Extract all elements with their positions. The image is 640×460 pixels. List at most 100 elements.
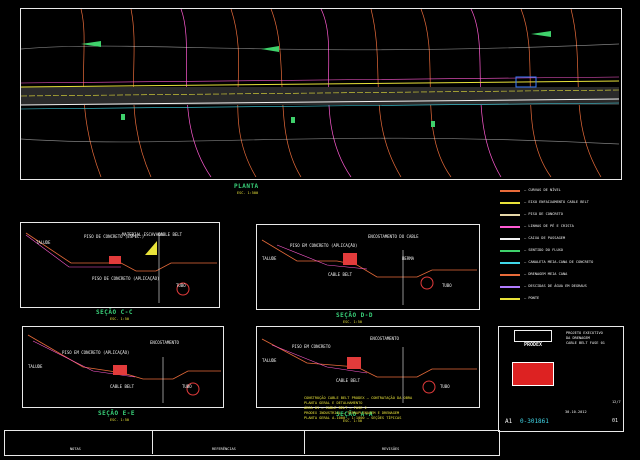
section-aa-drawing	[261, 338, 477, 403]
pipe-icon	[176, 282, 190, 296]
terrain-line	[25, 234, 121, 268]
section-label: TUBO	[182, 384, 192, 389]
contour-line	[80, 9, 102, 177]
legend-item: — PONTE	[498, 294, 622, 304]
section-label: CABLE BELT	[336, 378, 361, 383]
legend-item: — CURVAS DE NÍVEL	[498, 186, 622, 196]
corridor-edge-bottom	[21, 98, 619, 106]
cable-belt-icon	[113, 365, 127, 375]
project-line3: CABLE BELT FASE 01	[566, 341, 605, 345]
plan-drawing[interactable]	[21, 9, 619, 177]
flow-arrow-icon	[81, 41, 101, 47]
section-aa-frame[interactable]	[256, 326, 480, 408]
legend-swatch	[500, 202, 520, 204]
pipe-icon	[420, 276, 434, 290]
bridge-marker	[515, 76, 537, 88]
drawing-number: 01	[612, 418, 619, 424]
terrain-line	[27, 334, 221, 380]
legend-label: — CURVAS DE NÍVEL	[524, 188, 561, 192]
legend-swatch	[500, 214, 520, 216]
note: PLANTA GERAL A-1000 — 1:1000 — SEÇÕES TÍ…	[304, 416, 402, 420]
terrain-line	[271, 344, 368, 374]
cable-belt-icon	[343, 253, 357, 265]
cable-belt-icon	[347, 357, 361, 369]
company-logo: PRODEX	[514, 330, 552, 348]
section-label: TUBO	[442, 283, 452, 288]
legend-swatch	[500, 250, 520, 252]
section-label: CABLE BELT	[328, 272, 353, 277]
legend-swatch	[500, 262, 520, 264]
footer-revisions: REVISÕES	[382, 447, 400, 451]
legend-item: — CANALETA MEIA-CANA DE CONCRETO	[498, 258, 622, 268]
contour-line	[21, 43, 619, 51]
plan-viewport[interactable]	[20, 8, 622, 180]
section-dd-frame[interactable]	[256, 224, 480, 310]
drain-line	[21, 76, 619, 84]
legend-label: — PISO DE CONCRETO	[524, 212, 563, 216]
terrain-line	[276, 244, 368, 270]
note: PLANTA GERAL E DETALHAMENTO	[304, 401, 363, 405]
section-aa-scale: ESC. 1:50	[343, 419, 362, 423]
flow-arrow-icon	[261, 46, 279, 52]
section-label: TALUDE	[28, 364, 43, 369]
legend-label: — CAIXA DE PASSAGEM	[524, 236, 566, 240]
section-ee-frame[interactable]	[22, 326, 224, 408]
marker	[431, 121, 435, 127]
section-cc-title: SEÇÃO C-C	[96, 309, 134, 316]
note: PRODEX INDUSTRIAL — TERRAPLENAGEM E DREN…	[304, 411, 400, 415]
legend-item: — LINHAS DE PÉ E CRISTA	[498, 222, 622, 232]
section-label: ENCOSTAMENTO	[370, 336, 399, 341]
section-label: PISO DE CONCRETO (ESPEC.)	[84, 234, 145, 239]
section-cc-scale: ESC. 1:50	[110, 317, 129, 321]
section-label: ENCOSTAMENTO	[150, 340, 179, 345]
section-cc-frame[interactable]	[20, 222, 220, 308]
contour-line	[180, 9, 212, 177]
footer-table	[4, 430, 500, 456]
legend-swatch	[500, 298, 520, 300]
section-label: TALUDE	[36, 240, 51, 245]
legend-swatch	[500, 274, 520, 276]
legend-item: — CAIXA DE PASSAGEM	[498, 234, 622, 244]
section-dd-drawing	[261, 239, 477, 305]
terrain-line	[261, 338, 477, 378]
legend-item: — EIXO ENFAIXAMENTO CABLE BELT	[498, 198, 622, 208]
legend-label: — SENTIDO DO FLUXO	[524, 248, 563, 252]
project-line2: DA DRENAGEM	[566, 336, 590, 340]
legend-item: — PISO DE CONCRETO	[498, 210, 622, 220]
section-label: ENCOSTAMENTO DO CABLE	[368, 234, 419, 239]
stamp-box	[512, 362, 554, 386]
company-name: PRODEX	[523, 342, 543, 348]
section-label: CABLE BELT	[110, 384, 135, 389]
section-label: PISO EM CONCRETO	[292, 344, 331, 349]
plan-scale: ESC. 1:500	[237, 191, 259, 195]
pipe-icon	[186, 382, 200, 396]
section-ee-title: SEÇÃO E-E	[98, 410, 136, 417]
contour-line	[470, 9, 502, 177]
legend-swatch	[500, 190, 520, 192]
note: ÁREA 01 — CABLE BELT — FASE 2	[304, 406, 367, 410]
legend-label: — LINHAS DE PÉ E CRISTA	[524, 224, 574, 228]
section-label: MATERIAL ESCAVADO	[122, 232, 163, 237]
terrain-line	[261, 239, 477, 278]
section-label: PISO DE CONCRETO (APLICAÇÃO)	[92, 276, 160, 281]
section-ee-scale: ESC. 1:50	[110, 418, 129, 422]
plan-title: PLANTA	[234, 183, 259, 190]
section-dd-title: SEÇÃO D-D	[336, 312, 374, 319]
flow-arrow-icon	[531, 31, 551, 37]
footer-references: REFERÊNCIAS	[212, 447, 236, 451]
cable-belt-icon	[109, 256, 121, 264]
title-block	[498, 326, 624, 432]
footer-notes: NOTAS	[70, 447, 81, 451]
legend: — CURVAS DE NÍVEL — EIXO ENFAIXAMENTO CAB…	[498, 186, 622, 326]
terrain-line	[25, 232, 217, 272]
section-dd-scale: ESC. 1:50	[343, 320, 362, 324]
legend-swatch	[500, 226, 520, 228]
legend-label: — CANALETA MEIA-CANA DE CONCRETO	[524, 260, 594, 264]
legend-swatch	[500, 286, 520, 288]
section-label: TALUDE	[262, 358, 277, 363]
footer-divider	[152, 430, 153, 454]
section-label: TALUDE	[262, 256, 277, 261]
contour-line	[21, 137, 619, 145]
section-label: TUBO	[440, 384, 450, 389]
drawing-code: 0-301861	[520, 418, 549, 425]
